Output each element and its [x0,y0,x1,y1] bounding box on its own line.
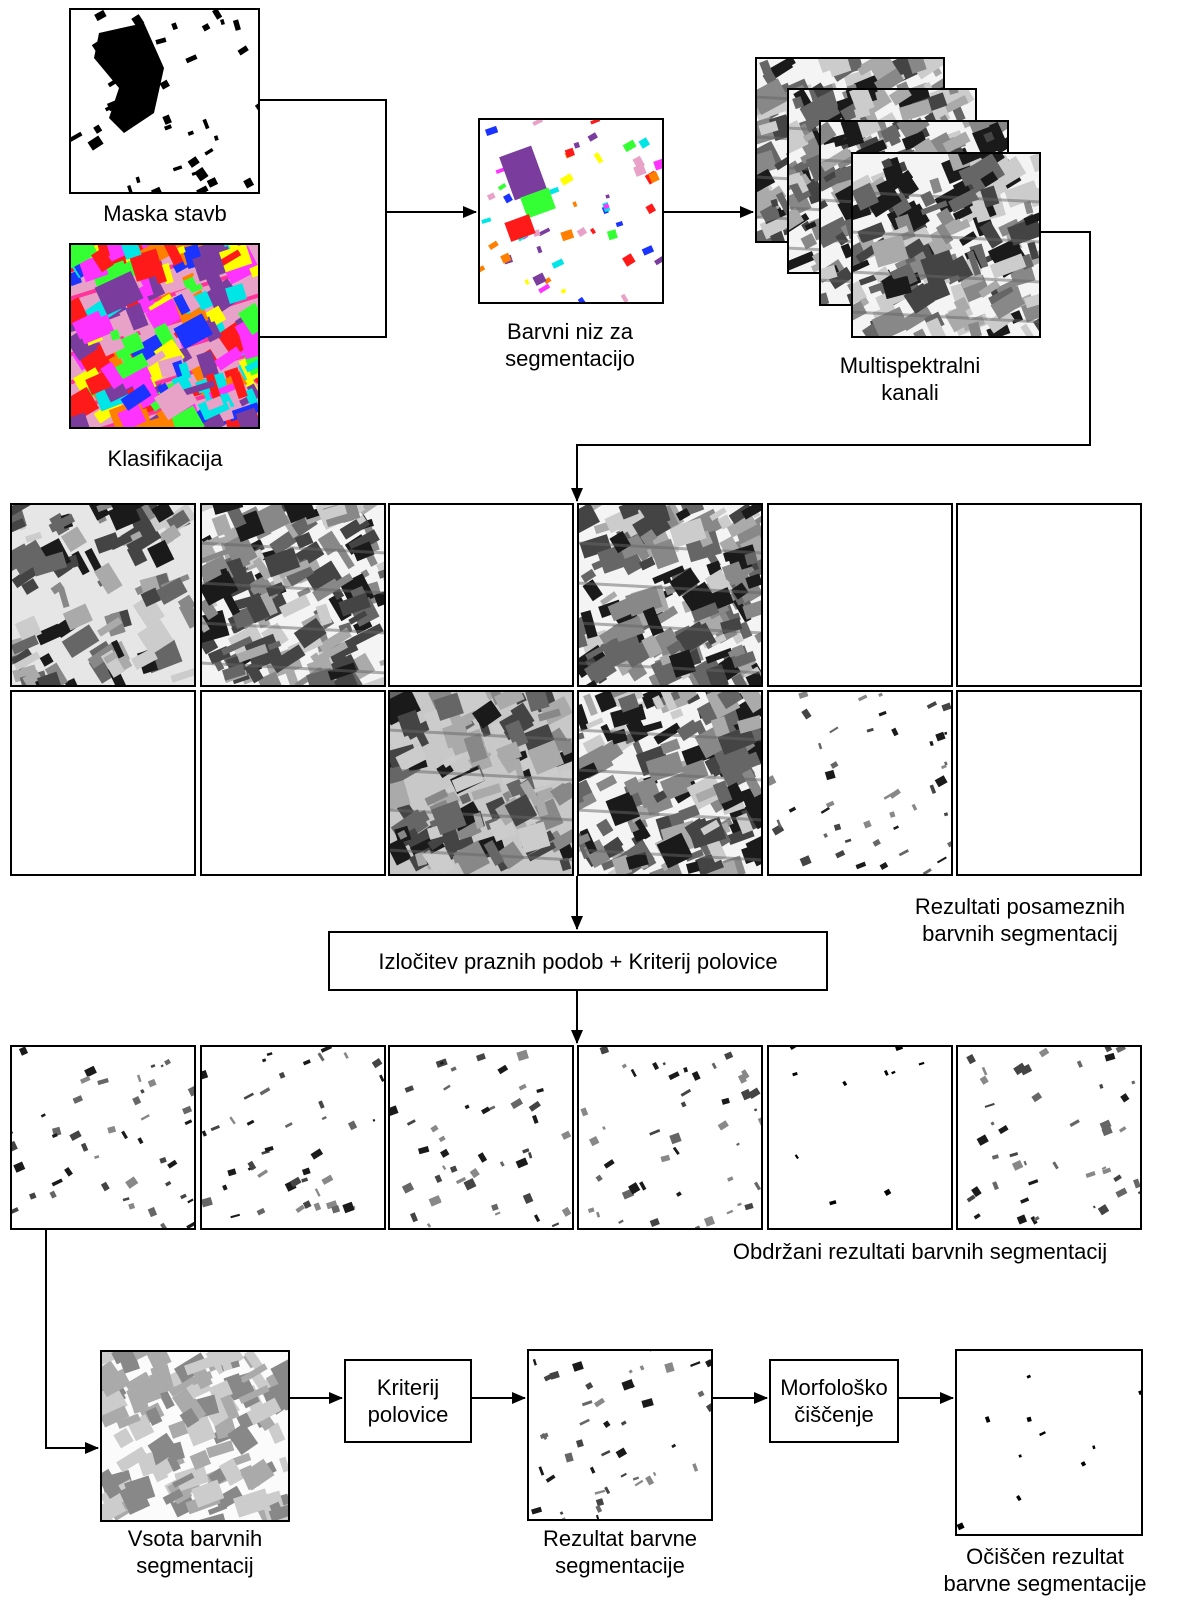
sum-caption: Vsota barvnih segmentacij [127,1526,263,1578]
classification-image [69,243,260,429]
cleaned-result-image [955,1349,1143,1536]
retained-result-c1 [10,1045,196,1230]
segmentation-result-r1-c3 [388,503,574,687]
filter-empty-and-half-criterion-box: Izločitev praznih podob + Kriterij polov… [328,931,828,991]
segmentation-result-r2-c5 [767,690,953,876]
color-array-image [478,118,664,304]
half-criterion-box: Kriterij polovice [344,1359,472,1443]
segmentation-result-r2-c3 [388,690,574,876]
segmentation-result-r2-c2 [200,690,386,876]
segmentation-result-r1-c1 [10,503,196,687]
morphological-cleaning-box: Morfološko čiščenje [769,1359,899,1443]
classification-connector [260,212,387,338]
segmentation-result-r2-c6 [956,690,1142,876]
retained-to-sum-arrow [45,1230,99,1454]
result-caption: Rezultat barvne segmentacije [542,1526,698,1578]
building-mask-image [69,8,260,194]
retained-result-c2 [200,1045,386,1230]
retained-results-caption: Obdržani rezultati barvnih segmentacij [732,1239,1108,1264]
cleaned-caption: Očiščen rezultat barvne segmentacije [943,1544,1147,1596]
retained-result-c3 [388,1045,574,1230]
segmentation-result-r1-c6 [956,503,1142,687]
retained-result-c6 [956,1045,1142,1230]
multispectral-caption: Multispektralni kanali [839,353,981,405]
segmentation-result-r2-c4 [577,690,763,876]
retained-result-c4 [577,1045,763,1230]
multispectral-to-grid-arrow [571,231,1091,502]
segmentation-result-r2-c1 [10,690,196,876]
classification-caption: Klasifikacija [107,446,223,471]
mask-connector [260,99,387,212]
segmentation-result-image [527,1349,713,1521]
segmentation-result-r1-c5 [767,503,953,687]
sum-of-segmentations-image [100,1350,290,1522]
building-mask-caption: Maska stavb [103,201,227,226]
color-array-caption: Barvni niz za segmentacijo [505,319,635,371]
segmentation-result-r1-c4 [577,503,763,687]
individual-results-caption: Rezultati posameznih barvnih segmentacij [914,894,1126,946]
retained-result-c5 [767,1045,953,1230]
multispectral-band-4 [851,152,1041,338]
segmentation-result-r1-c2 [200,503,386,687]
